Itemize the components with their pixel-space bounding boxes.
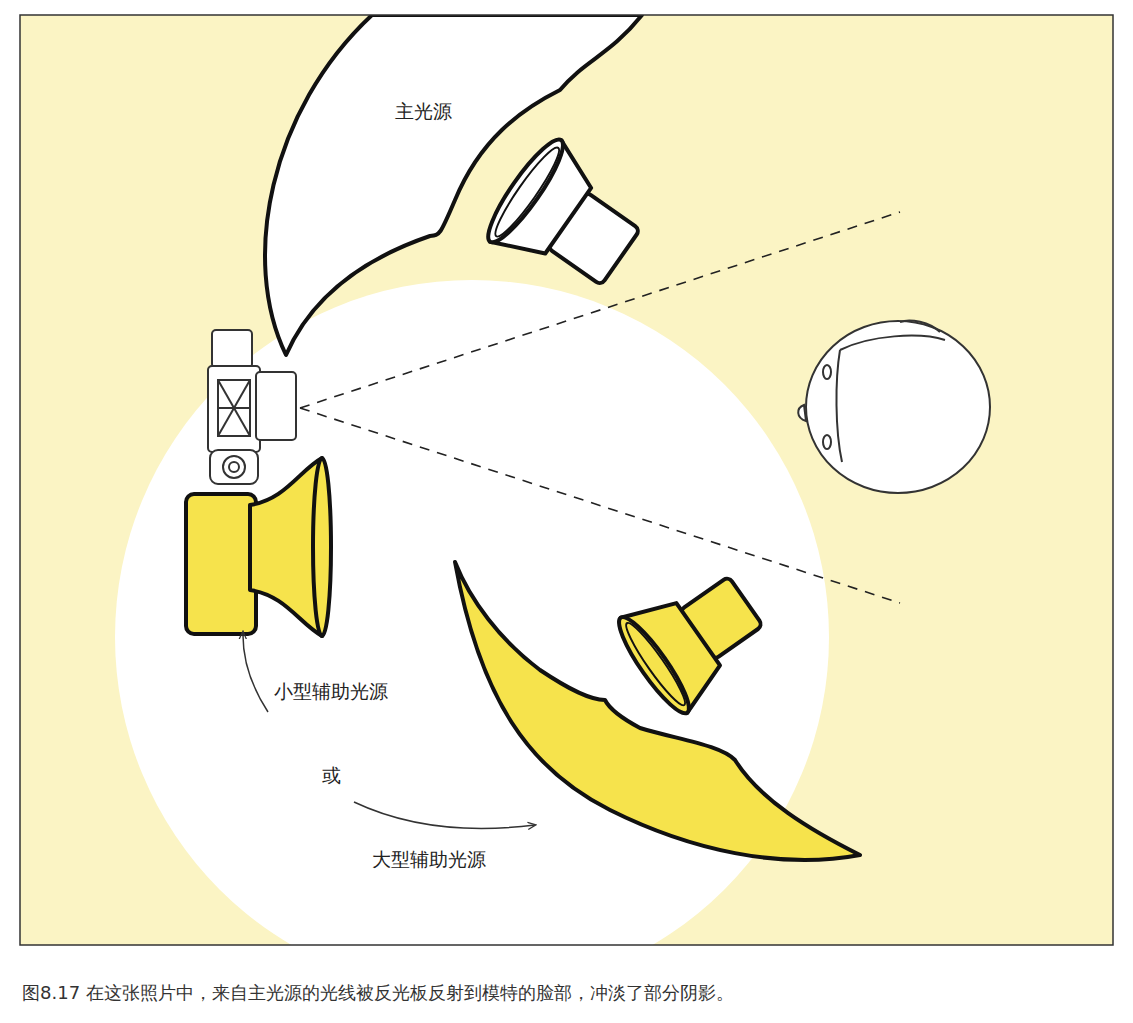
- main-light: [479, 132, 657, 308]
- light-label: 小型辅助光源: [274, 680, 388, 703]
- camera: [208, 330, 296, 484]
- large-reflector: [455, 562, 860, 860]
- main-reflector: [265, 15, 642, 355]
- choice-arrow: [354, 802, 535, 828]
- frame-border: [20, 15, 1113, 945]
- choice-arrow: [243, 632, 268, 712]
- light-label: 主光源: [395, 100, 452, 123]
- choice-label: 或: [322, 764, 341, 787]
- small-fill-light: [186, 458, 331, 636]
- light-label: 大型辅助光源: [372, 848, 486, 871]
- view-line: [300, 212, 900, 408]
- model-head: [798, 320, 990, 493]
- large-fill-light: [610, 553, 779, 720]
- figure-caption: 图8.17 在这张照片中，来自主光源的光线被反光板反射到模特的脸部，冲淡了部分阴…: [22, 982, 734, 1004]
- view-line: [300, 408, 900, 603]
